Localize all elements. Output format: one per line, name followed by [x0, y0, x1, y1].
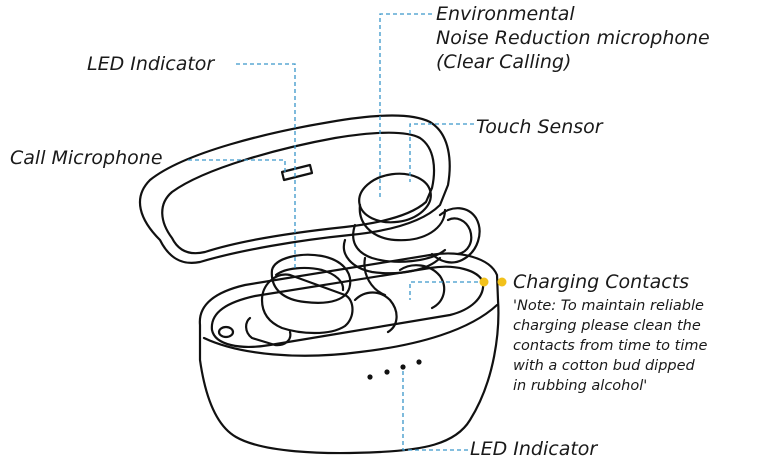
- case-led-dots: [367, 359, 422, 380]
- leader-env-mic: [379, 13, 432, 198]
- led-dot: [367, 374, 373, 380]
- leader-led-top: [236, 63, 296, 268]
- charging-note-line: with a cotton bud dipped: [513, 358, 695, 374]
- charging-note-line: charging please clean the: [513, 318, 701, 334]
- earbud-in-case: [245, 253, 446, 347]
- led-dot: [384, 369, 390, 375]
- charging-note: 'Note: To maintain reliable charging ple…: [513, 296, 707, 396]
- led-dot: [400, 364, 406, 370]
- charging-note-line: contacts from time to time: [513, 338, 708, 354]
- label-call-microphone: Call Microphone: [10, 147, 163, 169]
- case-lid: [139, 114, 451, 264]
- label-env-mic-line: Noise Reduction microphone: [436, 27, 710, 49]
- earbud-in-lid: [342, 172, 481, 297]
- charging-contact-dot: [497, 277, 507, 287]
- label-env-mic: Environmental Noise Reduction microphone…: [436, 2, 710, 74]
- label-env-mic-line: (Clear Calling): [436, 51, 572, 73]
- leader-led-bottom: [402, 370, 468, 451]
- label-led-indicator-bottom: LED Indicator: [470, 438, 598, 460]
- label-env-mic-line: Environmental: [436, 3, 575, 25]
- charging-note-line: in rubbing alcohol': [513, 378, 648, 394]
- label-led-indicator-top: LED Indicator: [87, 53, 215, 75]
- charging-contact-dot: [479, 277, 489, 287]
- label-charging-contacts: Charging Contacts: [513, 271, 690, 293]
- led-dot: [416, 359, 422, 365]
- leader-call-mic: [188, 159, 286, 175]
- label-touch-sensor: Touch Sensor: [476, 116, 603, 138]
- charging-note-line: 'Note: To maintain reliable: [513, 298, 704, 314]
- leader-charging-contacts: [409, 281, 485, 300]
- leader-touch-sensor: [409, 123, 474, 182]
